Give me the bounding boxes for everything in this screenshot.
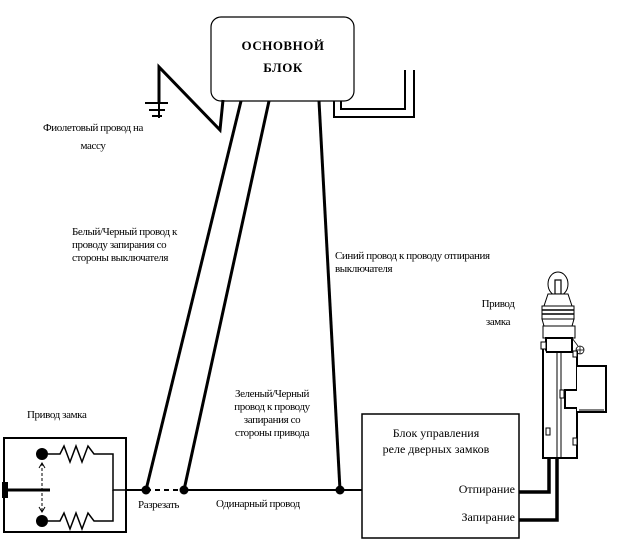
- actuator-plunger-head: [2, 482, 8, 498]
- contact-bottom: [36, 515, 48, 527]
- violet-ground-wire: [157, 63, 225, 134]
- door-lock-actuator-icon: [540, 271, 607, 459]
- cut-label: Разрезать: [138, 499, 180, 511]
- label-line: замка: [485, 316, 511, 328]
- relay-unit-title: Блок управления реле дверных замков: [356, 425, 516, 457]
- arrow-up-icon: [38, 462, 46, 469]
- label-line: выключателя: [335, 263, 393, 275]
- extra-wire-inner: [340, 70, 406, 110]
- label-line: провод к проводу: [234, 401, 310, 413]
- blue-wire-label: Синий провод к проводу отпирания выключа…: [335, 250, 490, 276]
- left-actuator-label: Привод замка: [27, 409, 87, 421]
- junction-dot-cut-right: [179, 485, 189, 495]
- left-actuator-box: [3, 437, 127, 533]
- label-line: запирания со: [243, 414, 301, 426]
- right-actuator-label: Привод замка: [470, 298, 526, 329]
- green-black-wire-label: Зеленый/Черный провод к проводу запирани…: [222, 388, 322, 440]
- label-line: Синий провод к проводу отпирания: [335, 250, 490, 262]
- ground-wire-label: Фиолетовый провод на массу: [28, 122, 158, 153]
- label-line: Фиолетовый провод на: [43, 122, 143, 134]
- single-wire-label: Одинарный провод: [216, 498, 300, 510]
- label-line: Блок управления: [392, 426, 480, 440]
- main-unit-title: ОСНОВНОЙ: [241, 38, 325, 53]
- main-unit-box: [210, 16, 355, 102]
- contact-top: [36, 448, 48, 460]
- label-line: Привод: [481, 298, 515, 310]
- label-line: стороны привода: [234, 427, 310, 439]
- green-black-wire: [182, 100, 271, 491]
- ground-symbol-icon: [145, 100, 168, 118]
- relay-lock-label: Запирание: [461, 510, 515, 524]
- resistor-icon: [48, 443, 126, 491]
- label-line: стороны выключателя: [72, 252, 169, 264]
- extra-wire-outer: [333, 70, 415, 118]
- junction-dot-cut-left: [141, 485, 151, 495]
- white-black-wire-label: Белый/Черный провод к проводу запирания …: [72, 226, 177, 265]
- relay-unlock-label: Отпирание: [458, 482, 515, 496]
- label-line: массу: [80, 140, 106, 152]
- relay-unit-box: [361, 413, 520, 539]
- resistor-icon: [48, 490, 114, 532]
- white-black-wire: [144, 100, 243, 491]
- main-unit-subtitle: БЛОК: [263, 60, 303, 75]
- blue-wire: [317, 100, 342, 491]
- label-line: Белый/Черный провод к: [72, 226, 177, 238]
- arrow-down-icon: [38, 506, 46, 513]
- junction-dot-blue: [335, 485, 345, 495]
- label-line: Зеленый/Черный: [234, 388, 310, 400]
- label-line: проводу запирания со: [72, 239, 167, 251]
- label-line: реле дверных замков: [382, 442, 490, 456]
- unlock-wire: [519, 458, 551, 494]
- lock-wire: [519, 458, 559, 522]
